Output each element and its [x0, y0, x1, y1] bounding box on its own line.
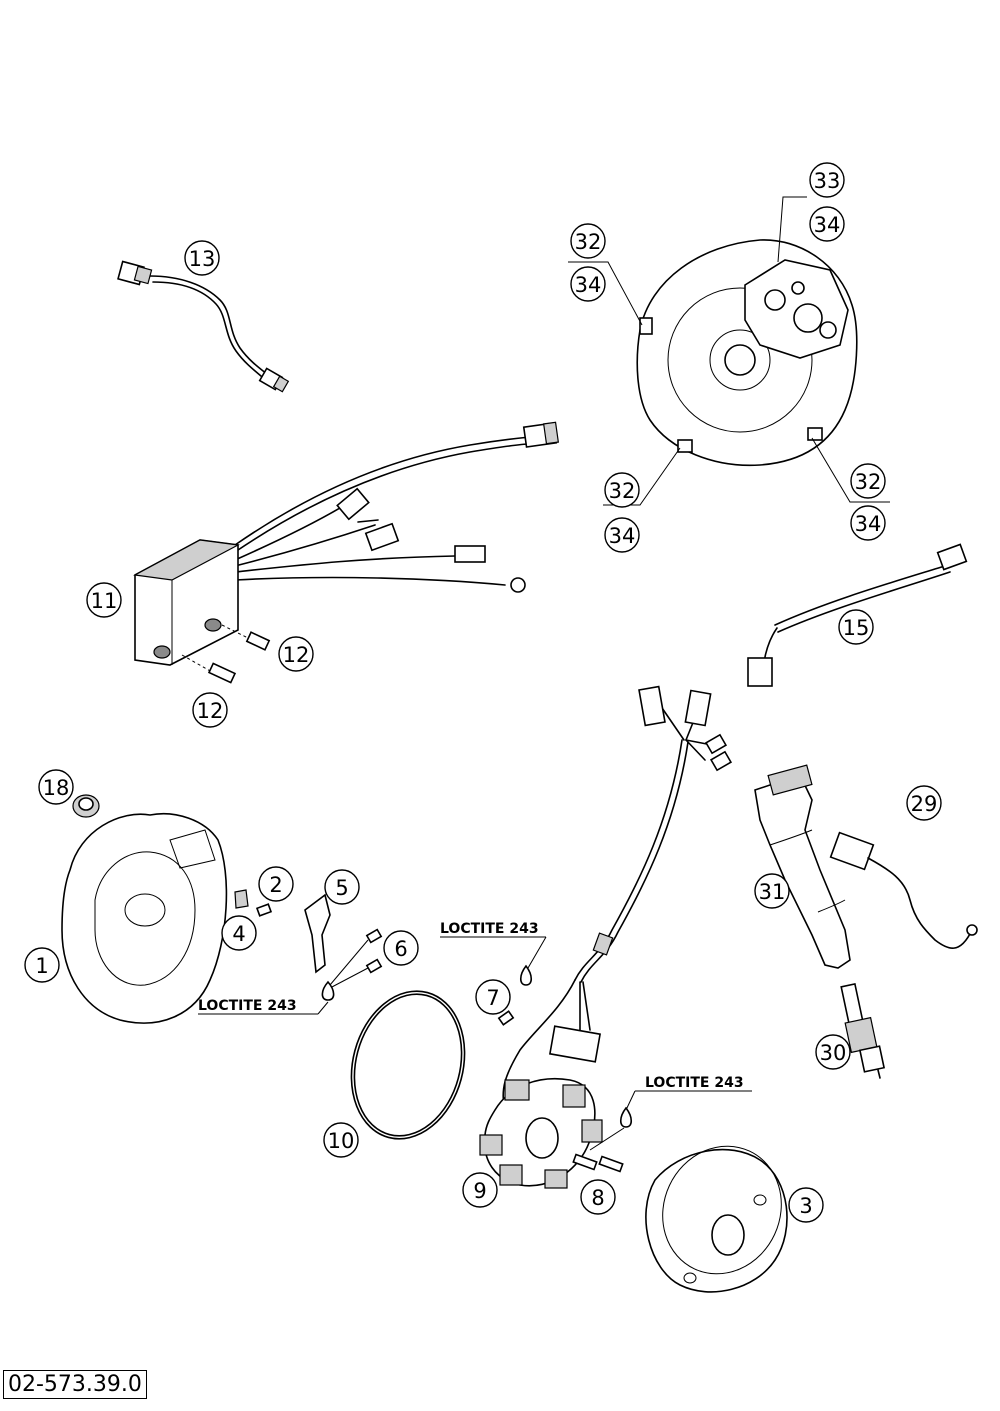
part-number-12: 12 — [197, 699, 224, 723]
plug-18 — [72, 794, 100, 818]
bracket-5 — [304, 893, 331, 974]
callout-3: 3 — [788, 1187, 824, 1223]
part-number-34: 34 — [855, 512, 882, 536]
document-code: 02-573.39.0 — [3, 1370, 147, 1399]
part-number-33: 33 — [814, 169, 841, 193]
screw-12a — [221, 624, 271, 651]
part-number-34: 34 — [609, 524, 636, 548]
loctite-label: LOCTITE 243 — [198, 998, 297, 1014]
part-number-10: 10 — [328, 1129, 355, 1153]
clip-4 — [234, 889, 249, 909]
cable-29 — [829, 831, 978, 949]
part-number-30: 30 — [820, 1041, 847, 1065]
loctite-note-center: LOCTITE 243 — [440, 921, 547, 986]
callout-18: 18 — [38, 769, 74, 805]
stator-9 — [479, 685, 733, 1189]
screw-12b — [181, 654, 237, 684]
screw-2 — [255, 903, 273, 917]
screws-6 — [321, 928, 383, 1001]
callout-32-b: 32 — [604, 472, 640, 508]
ignition-coil-31 — [754, 764, 851, 969]
part-number-29: 29 — [911, 792, 938, 816]
part-number-13: 13 — [189, 247, 216, 271]
cdi-unit-11 — [133, 421, 560, 666]
screws-8 — [572, 1127, 625, 1173]
part-number-6: 6 — [394, 937, 407, 961]
callout-9: 9 — [462, 1172, 498, 1208]
rotor-3 — [645, 1145, 788, 1293]
loctite-label: LOCTITE 243 — [440, 921, 539, 937]
callout-12a: 12 — [278, 636, 314, 672]
callout-10: 10 — [323, 1122, 359, 1158]
callout-11: 11 — [86, 582, 122, 618]
callout-5: 5 — [324, 869, 360, 905]
loctite-note-left: LOCTITE 243 — [198, 998, 329, 1015]
part-number-12: 12 — [283, 643, 310, 667]
part-number-4: 4 — [232, 922, 245, 946]
o-ring-10 — [350, 990, 466, 1140]
part-number-8: 8 — [591, 1186, 604, 1210]
part-number-15: 15 — [843, 616, 870, 640]
part-number-3: 3 — [799, 1194, 812, 1218]
cable-15 — [747, 543, 968, 687]
callout-32-a: 32 — [570, 223, 606, 259]
ignition-cover — [636, 239, 858, 467]
callout-34-b: 34 — [570, 266, 606, 302]
sensor-cable-13 — [117, 260, 290, 393]
callout-33: 33 — [809, 162, 845, 198]
callout-15: 15 — [838, 609, 874, 645]
callout-2: 2 — [258, 866, 294, 902]
callout-30: 30 — [815, 1034, 851, 1070]
callout-34-c: 34 — [604, 517, 640, 553]
callout-12b: 12 — [192, 692, 228, 728]
part-number-5: 5 — [335, 876, 348, 900]
part-number-34: 34 — [814, 213, 841, 237]
part-number-11: 11 — [91, 589, 118, 613]
part-number-32: 32 — [609, 479, 636, 503]
callout-29: 29 — [906, 785, 942, 821]
part-number-34: 34 — [575, 273, 602, 297]
part-number-18: 18 — [43, 776, 70, 800]
screw-7 — [497, 1010, 515, 1026]
callout-6: 6 — [383, 930, 419, 966]
part-number-1: 1 — [35, 954, 48, 978]
part-number-7: 7 — [486, 986, 499, 1010]
callout-31: 31 — [754, 873, 790, 909]
callout-34-d: 34 — [850, 505, 886, 541]
part-number-32: 32 — [575, 230, 602, 254]
loctite-label: LOCTITE 243 — [645, 1075, 744, 1091]
callout-1: 1 — [24, 947, 60, 983]
part-number-2: 2 — [269, 873, 282, 897]
callout-34-a: 34 — [809, 206, 845, 242]
part-number-31: 31 — [759, 880, 786, 904]
part-number-9: 9 — [473, 1179, 486, 1203]
callout-7: 7 — [475, 979, 511, 1015]
loctite-note-right: LOCTITE 243 — [619, 1075, 752, 1128]
callout-32-c: 32 — [850, 463, 886, 499]
spark-plug-30 — [840, 983, 886, 1079]
part-number-32: 32 — [855, 470, 882, 494]
callout-13: 13 — [184, 240, 220, 276]
callout-4: 4 — [221, 915, 257, 951]
generator-cover-1 — [61, 813, 228, 1024]
callout-8: 8 — [580, 1179, 616, 1215]
